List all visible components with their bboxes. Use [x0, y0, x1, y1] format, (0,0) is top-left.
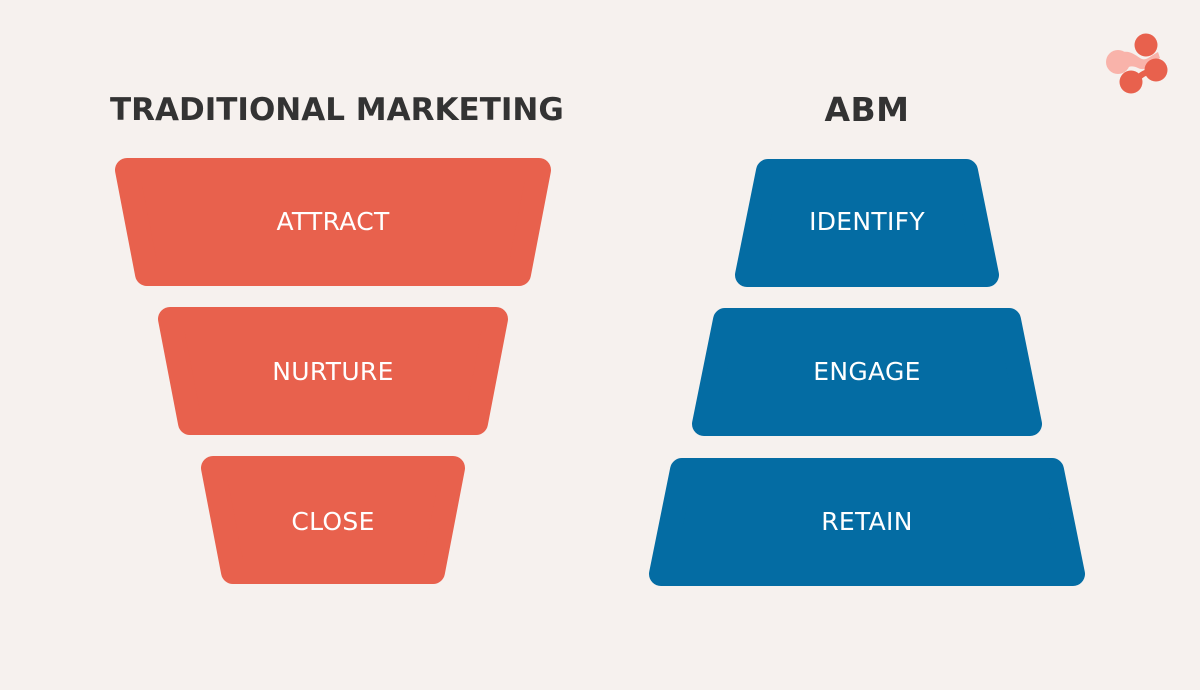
traditional-marketing-heading: TRADITIONAL MARKETING	[110, 92, 564, 128]
nurture-stage-shape	[158, 307, 508, 435]
abm-heading: ABM	[824, 90, 910, 129]
identify-stage-shape	[735, 159, 999, 287]
abm-pyramid	[649, 159, 1085, 586]
engage-stage-shape	[692, 308, 1042, 436]
brand-logo-icon	[1106, 33, 1168, 94]
attract-stage-shape	[115, 158, 551, 286]
traditional-funnel	[115, 158, 551, 584]
close-stage-shape	[201, 456, 465, 584]
retain-stage-shape	[649, 458, 1085, 586]
